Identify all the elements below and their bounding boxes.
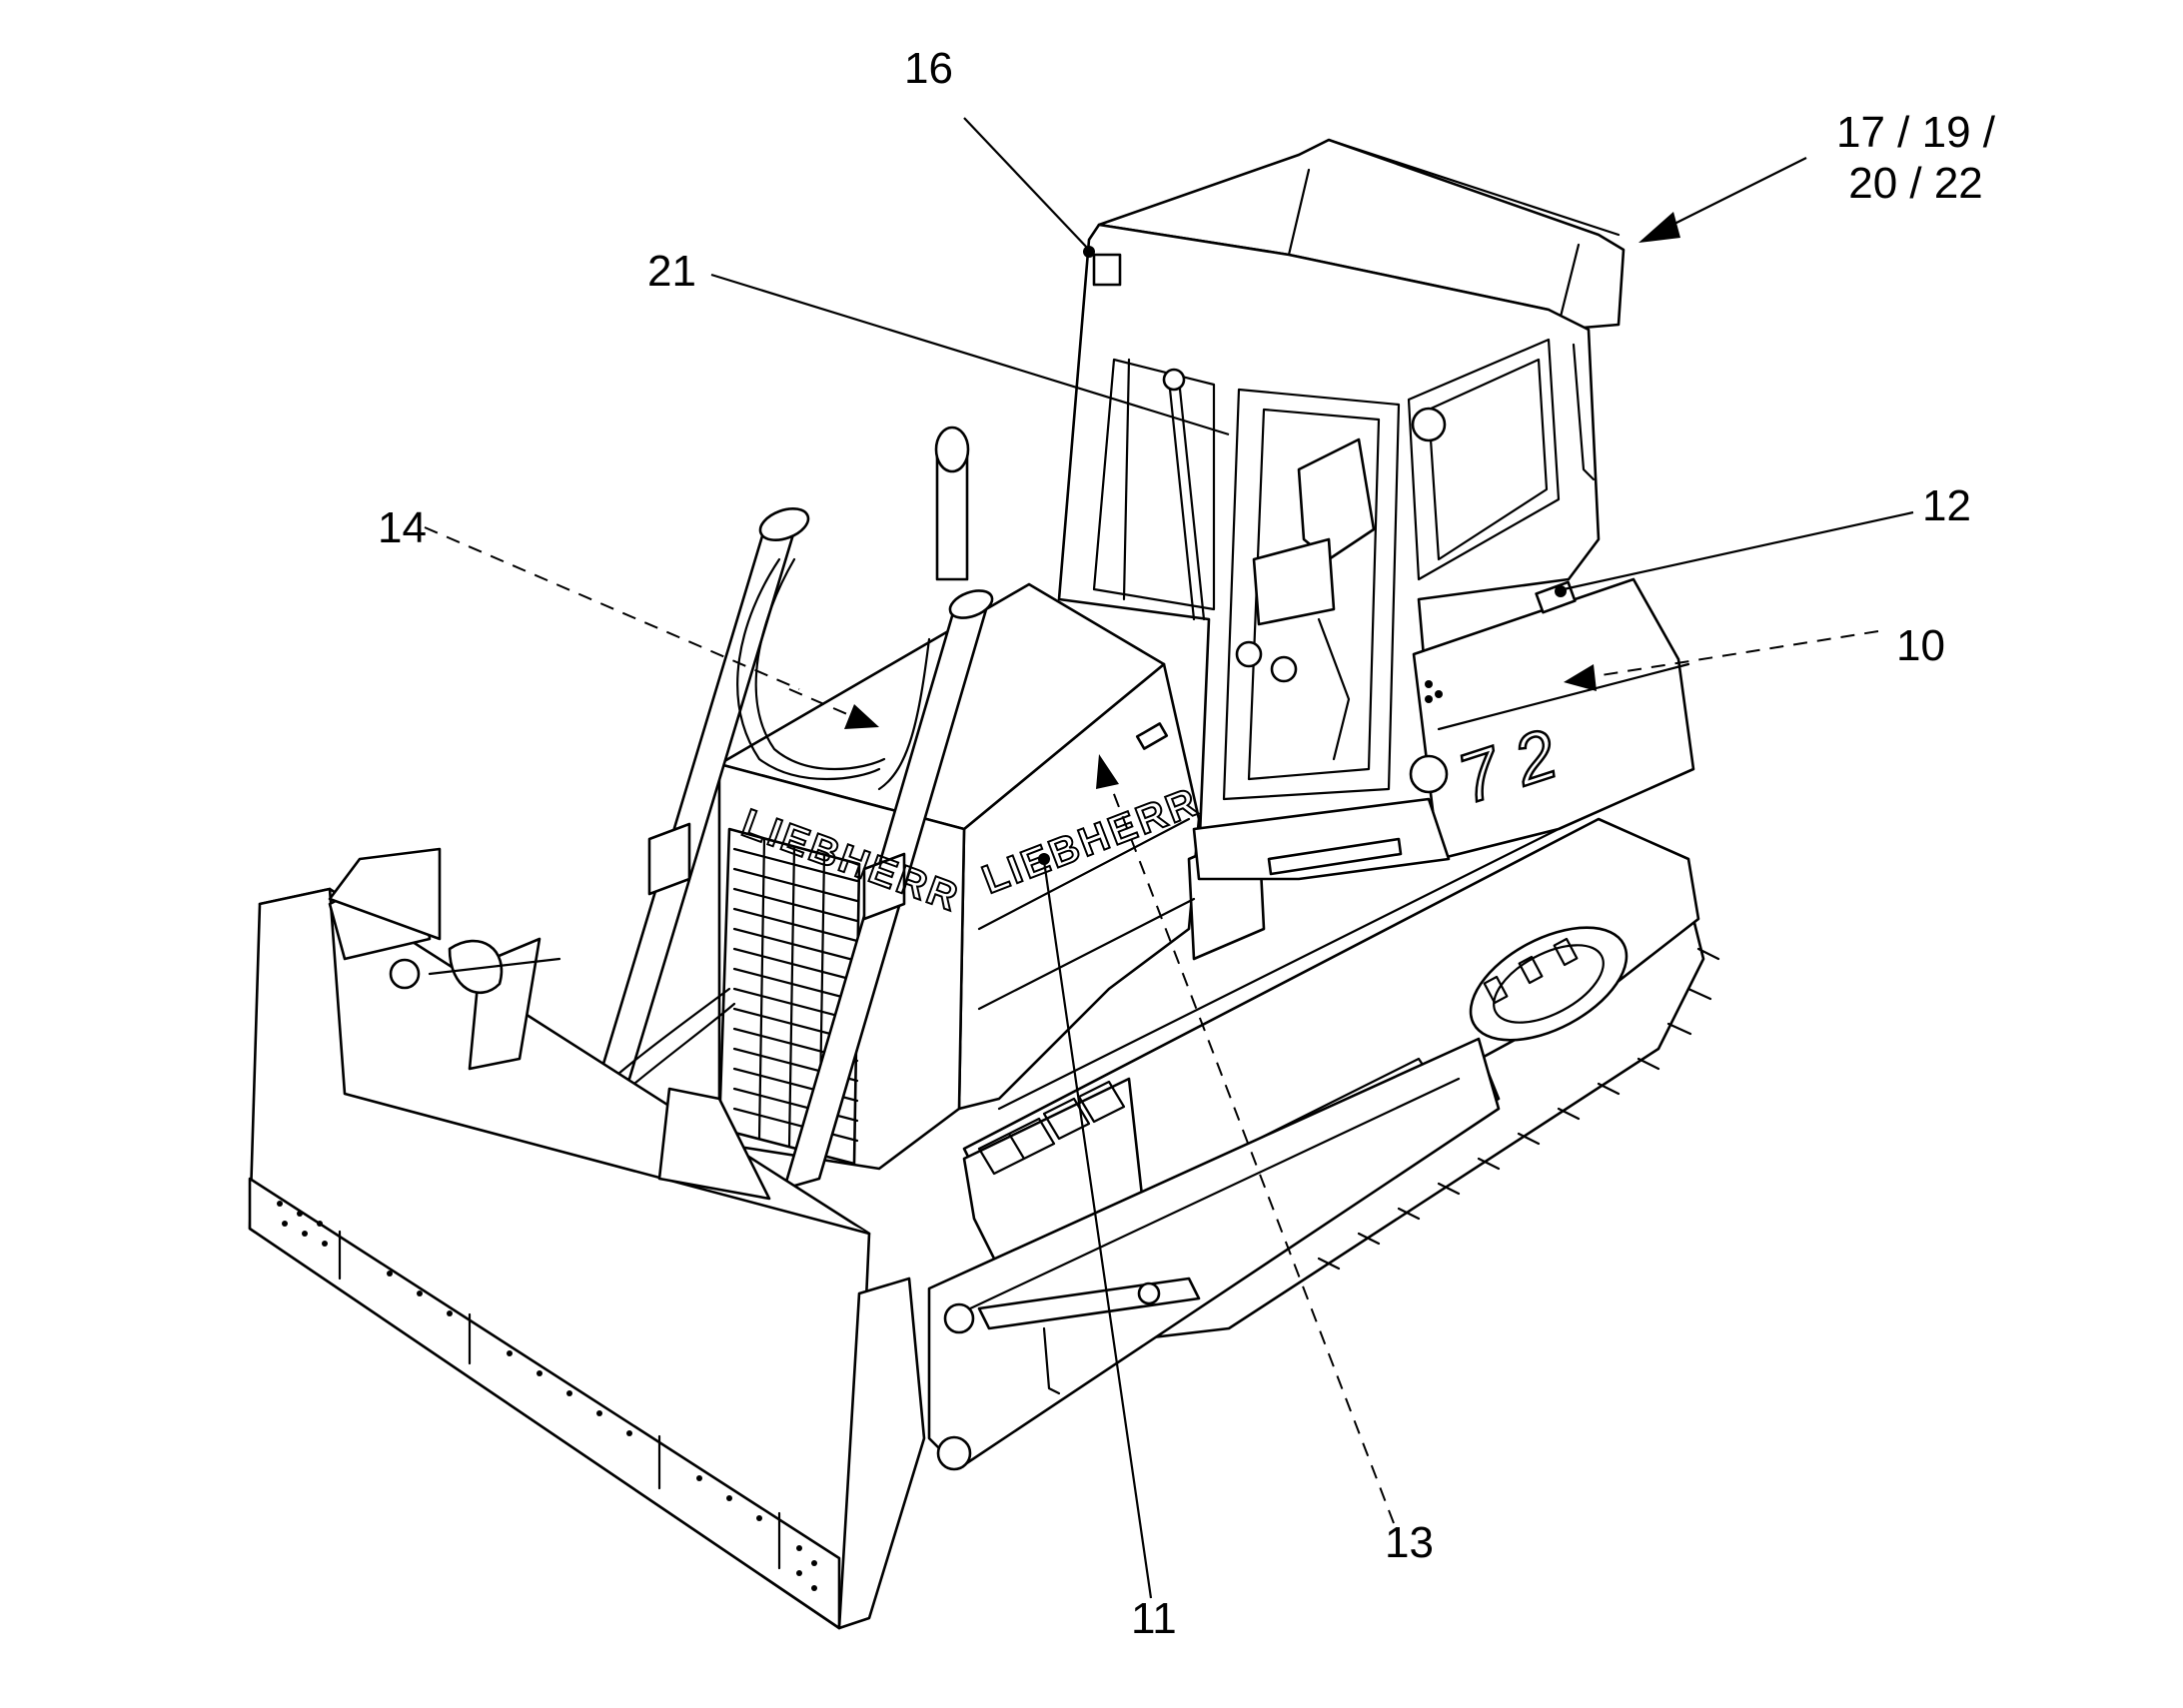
dozer-blade: [248, 847, 926, 1630]
push-arm: [927, 1037, 1501, 1471]
callout-13: 13: [1385, 1518, 1434, 1567]
callout-21: 21: [647, 247, 696, 296]
exhaust-stack: [934, 426, 970, 581]
lift-cylinders: [577, 507, 994, 1191]
callout-16: 16: [904, 44, 953, 93]
callout-11: 11: [1131, 1594, 1177, 1643]
callout-14: 14: [378, 503, 427, 552]
callout-20-22-line: 20 / 22: [1848, 158, 1983, 208]
callout-12: 12: [1922, 481, 1971, 530]
callout-17-19-line: 17 / 19 /: [1836, 108, 1996, 157]
callout-10: 10: [1896, 621, 1945, 670]
callout-17-19-20-22: 17 / 19 / 20 / 22: [1836, 108, 1995, 209]
operator-cab: [1057, 138, 1695, 881]
leader-lines: [424, 117, 1914, 1599]
